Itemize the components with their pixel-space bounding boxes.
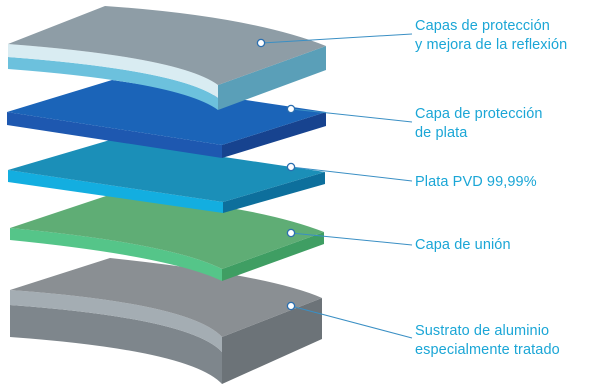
substrate-top-face [10, 258, 322, 337]
pointer-dot-protection-reflection [256, 38, 266, 48]
pointer-dot-aluminium-substrate [286, 301, 296, 311]
leader-line-aluminium-substrate [290, 305, 413, 339]
label-silver-protection-line1: Capa de protección [415, 106, 543, 122]
blue-top-face [7, 80, 326, 145]
bonding-front-face [10, 228, 222, 281]
pvd-right-face [223, 172, 325, 213]
layer-pvd-silver [8, 140, 325, 213]
pointer-dot-bonding [286, 228, 296, 238]
pointer-dots [256, 38, 296, 311]
pvd-front-face [8, 170, 223, 213]
label-pvd-silver: Plata PVD 99,99% [415, 173, 537, 192]
label-aluminium-substrate-line1: Sustrato de aluminio [415, 323, 550, 339]
blue-right-face [222, 112, 326, 158]
leader-lines [261, 33, 413, 339]
pvd-top-face [8, 140, 325, 202]
label-aluminium-substrate-line2: especialmente tratado [415, 342, 560, 358]
label-bonding-line1: Capa de unión [415, 237, 511, 253]
top-right-face [218, 46, 326, 110]
label-protection-reflection: Capas de protección y mejora de la refle… [415, 17, 567, 55]
label-bonding: Capa de unión [415, 236, 511, 255]
label-protection-reflection-line1: Capas de protección [415, 18, 550, 34]
layer-silver-protection [7, 80, 326, 158]
bonding-right-face [222, 232, 324, 281]
layer-aluminium-substrate [10, 258, 322, 384]
pointer-dot-pvd-silver [286, 162, 296, 172]
layer-protection-reflection [8, 6, 326, 110]
top-front-edge-blue [8, 57, 218, 110]
label-aluminium-substrate: Sustrato de aluminio especialmente trata… [415, 322, 560, 360]
leader-line-bonding [290, 232, 413, 246]
label-silver-protection-line2: de plata [415, 125, 468, 141]
blue-front-face [7, 112, 222, 158]
bonding-top-face [10, 194, 324, 269]
leader-line-protection-reflection [261, 33, 413, 44]
substrate-highlight-band [10, 290, 222, 352]
label-protection-reflection-line2: y mejora de la reflexión [415, 37, 568, 53]
pointer-dot-silver-protection [286, 104, 296, 114]
leader-line-silver-protection [290, 108, 413, 123]
substrate-right-face [222, 298, 322, 384]
top-front-edge-light [8, 44, 218, 98]
top-top-face [8, 6, 326, 85]
label-silver-protection: Capa de protección de plata [415, 105, 543, 143]
substrate-front-face [10, 305, 222, 384]
leader-line-pvd-silver [290, 166, 413, 182]
layer-bonding [10, 194, 324, 281]
label-pvd-silver-line1: Plata PVD 99,99% [415, 174, 537, 190]
